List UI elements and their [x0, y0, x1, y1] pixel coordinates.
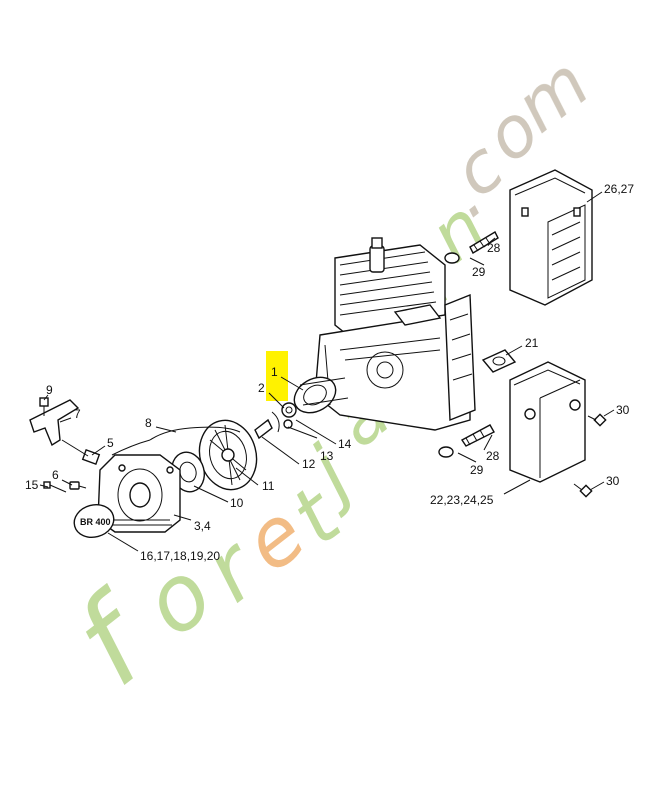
callout-10: 10	[230, 496, 244, 510]
callout-1: 1	[271, 365, 278, 379]
part-3-4-starter-housing	[97, 454, 181, 533]
callout-14: 14	[338, 437, 352, 451]
callout-labels: 1 2 3,4 5 6 7 8 9 10 11 12 13 14 15 16,1…	[25, 182, 634, 563]
callout-9: 9	[46, 383, 53, 397]
part-2-nut	[281, 402, 297, 418]
callout-21: 21	[525, 336, 539, 350]
callout-22-25: 22,23,24,25	[430, 493, 494, 507]
callout-29-lower: 29	[470, 463, 484, 477]
part-1-pulley	[293, 376, 349, 414]
callout-16-20: 16,17,18,19,20	[140, 549, 220, 563]
badge-text: BR 400	[80, 517, 111, 527]
engine-cylinder	[314, 237, 476, 431]
callout-30-lower: 30	[606, 474, 620, 488]
part-30-screw-upper	[587, 413, 607, 427]
callout-5: 5	[107, 436, 114, 450]
part-15-screw	[43, 481, 67, 493]
part-28-29-lower-screw	[438, 424, 495, 458]
callout-7: 7	[74, 407, 81, 421]
callout-11: 11	[262, 479, 275, 493]
part-1-highlight	[266, 351, 288, 401]
callout-15: 15	[25, 478, 39, 492]
part-16-20-badge: BR 400	[73, 504, 115, 538]
callout-13: 13	[320, 449, 334, 463]
leader-lines	[39, 191, 615, 552]
part-26-27-muffler-shroud	[509, 169, 593, 306]
callout-3-4: 3,4	[194, 519, 211, 533]
part-7-starter-grip	[29, 399, 80, 447]
parts-12-13-14	[254, 411, 293, 440]
callout-2: 2	[258, 381, 265, 395]
part-8-rope	[111, 426, 241, 456]
part-22-25-muffler	[509, 361, 586, 483]
part-21-gasket	[481, 349, 517, 373]
callout-29-upper: 29	[472, 265, 486, 279]
callout-8: 8	[145, 416, 152, 430]
callout-30-upper: 30	[616, 403, 630, 417]
callout-26-27: 26,27	[604, 182, 634, 196]
part-30-screw-lower	[573, 483, 593, 498]
callout-6: 6	[52, 468, 59, 482]
callout-12: 12	[302, 457, 316, 471]
callout-28-upper: 28	[487, 241, 501, 255]
part-6-nut	[69, 481, 87, 490]
part-9-screw	[39, 397, 49, 416]
callout-28-lower: 28	[486, 449, 500, 463]
part-28-29-upper-screw	[444, 231, 499, 264]
part-5-rope-guide	[61, 439, 101, 465]
